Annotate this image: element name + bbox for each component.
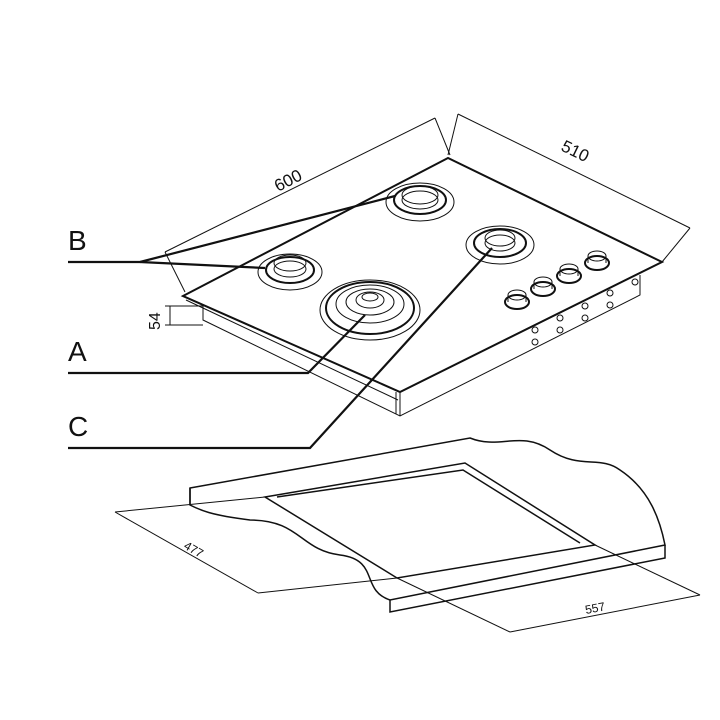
dimension-477 xyxy=(114,496,398,594)
leader-lines xyxy=(68,194,493,450)
dim-label-477: 477 xyxy=(182,538,207,560)
burner-b-front xyxy=(257,253,323,291)
callout-b: B xyxy=(68,225,87,256)
dim-label-54: 54 xyxy=(147,312,164,330)
dimension-54 xyxy=(165,305,203,326)
cutout-frame xyxy=(189,437,666,613)
dim-label-557: 557 xyxy=(584,599,607,617)
hob-body xyxy=(180,156,665,417)
callout-c: C xyxy=(68,411,88,442)
burner-c xyxy=(465,225,535,265)
dimension-600 xyxy=(164,117,451,293)
burner-b-rear xyxy=(385,182,455,222)
callout-a: A xyxy=(68,336,87,367)
dim-label-600: 600 xyxy=(271,166,305,196)
dimension-557 xyxy=(396,544,701,633)
dimension-510 xyxy=(447,113,691,263)
control-knobs xyxy=(504,250,639,346)
burner-a-wok xyxy=(319,279,421,341)
dim-label-510: 510 xyxy=(558,137,592,167)
